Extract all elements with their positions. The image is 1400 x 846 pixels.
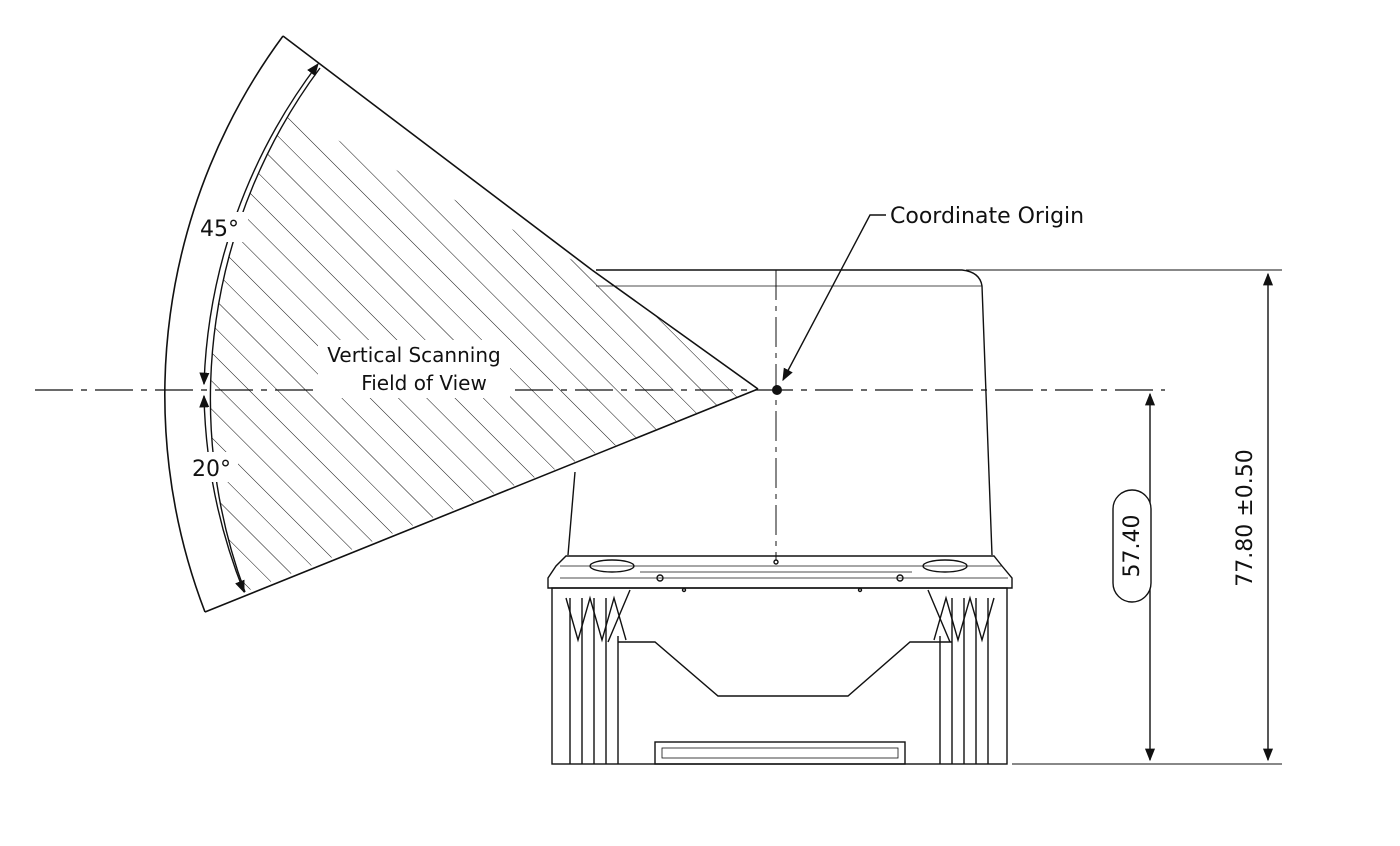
fov-upper-edge	[282, 35, 593, 271]
origin-height-label: 57.40	[1120, 515, 1145, 578]
fov-label-line2: Field of View	[361, 371, 487, 395]
coordinate-origin-dot	[772, 385, 782, 395]
sensor-body	[547, 269, 1013, 765]
total-height-label: 77.80 ±0.50	[1233, 449, 1258, 586]
fov-label-line1: Vertical Scanning	[327, 343, 500, 367]
lower-angle-arc	[199, 394, 245, 594]
angle-dimensions: 45° 20°	[188, 62, 319, 594]
height-dimensions: 57.40 77.80 ±0.50	[966, 269, 1282, 765]
upper-angle-label: 45°	[200, 217, 239, 242]
lower-angle-label: 20°	[192, 457, 231, 482]
origin-leader-line	[782, 214, 886, 382]
origin-label: Coordinate Origin	[890, 204, 1084, 229]
fov-hatch	[210, 75, 758, 592]
fov-sector	[164, 35, 759, 613]
fov-lower-edge	[204, 388, 759, 613]
origin-height-badge	[1112, 489, 1152, 603]
